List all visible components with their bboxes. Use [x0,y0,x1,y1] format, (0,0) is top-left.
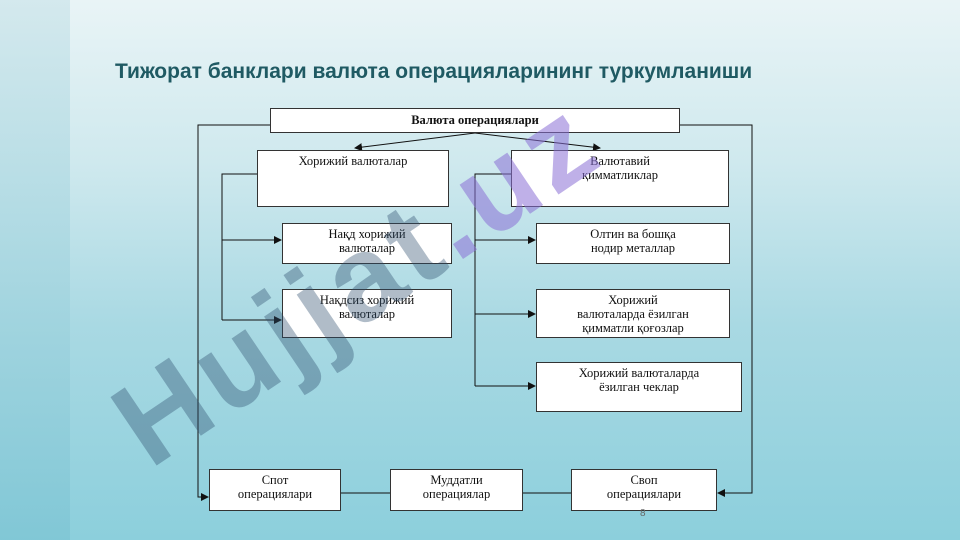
foreign-currencies-box: Хорижий валюталар [257,150,449,207]
gold-metals-label: Олтин ва бошқа нодир металлар [590,227,676,255]
left-bracket [221,173,257,320]
currency-valuables-box: Валютавий қимматликлар [511,150,729,207]
foreign-currencies-label: Хорижий валюталар [298,154,408,168]
securities-box: Хорижий валюталарда ёзилган қимматли қоғ… [536,289,730,338]
slide-left-panel [0,0,70,540]
checks-box: Хорижий валюталарда ёзилган чеклар [536,362,742,412]
cash-currencies-box: Нақд хорижий валюталар [282,223,452,264]
term-operations-box: Муддатли операциялар [390,469,523,511]
checks-label: Хорижий валюталарда ёзилган чеклар [578,366,700,394]
arrow-root-left [354,132,476,152]
gold-metals-box: Олтин ва бошқа нодир металлар [536,223,730,264]
root-box: Валюта операциялари [270,108,680,133]
slide-title: Тижорат банклари валюта операцияларининг… [115,60,753,83]
root-label: Валюта операциялари [411,113,539,127]
securities-label: Хорижий валюталарда ёзилган қимматли қоғ… [577,293,689,335]
noncash-currencies-box: Нақдсиз хорижий валюталар [282,289,452,338]
swap-operations-box: Своп операциялари [571,469,717,511]
term-operations-label: Муддатли операциялар [422,473,491,501]
swap-operations-label: Своп операциялари [606,473,682,501]
cash-currencies-label: Нақд хорижий валюталар [328,227,406,255]
page-number: 8 [640,508,646,519]
currency-valuables-label: Валютавий қимматликлар [582,154,658,182]
spot-operations-label: Спот операциялари [237,473,313,501]
right-bracket [474,173,511,386]
arrow-root-swap [680,124,753,497]
spot-operations-box: Спот операциялари [209,469,341,511]
arrow-root-spot [197,124,270,501]
noncash-currencies-label: Нақдсиз хорижий валюталар [319,293,415,321]
arrow-root-right [474,132,601,152]
